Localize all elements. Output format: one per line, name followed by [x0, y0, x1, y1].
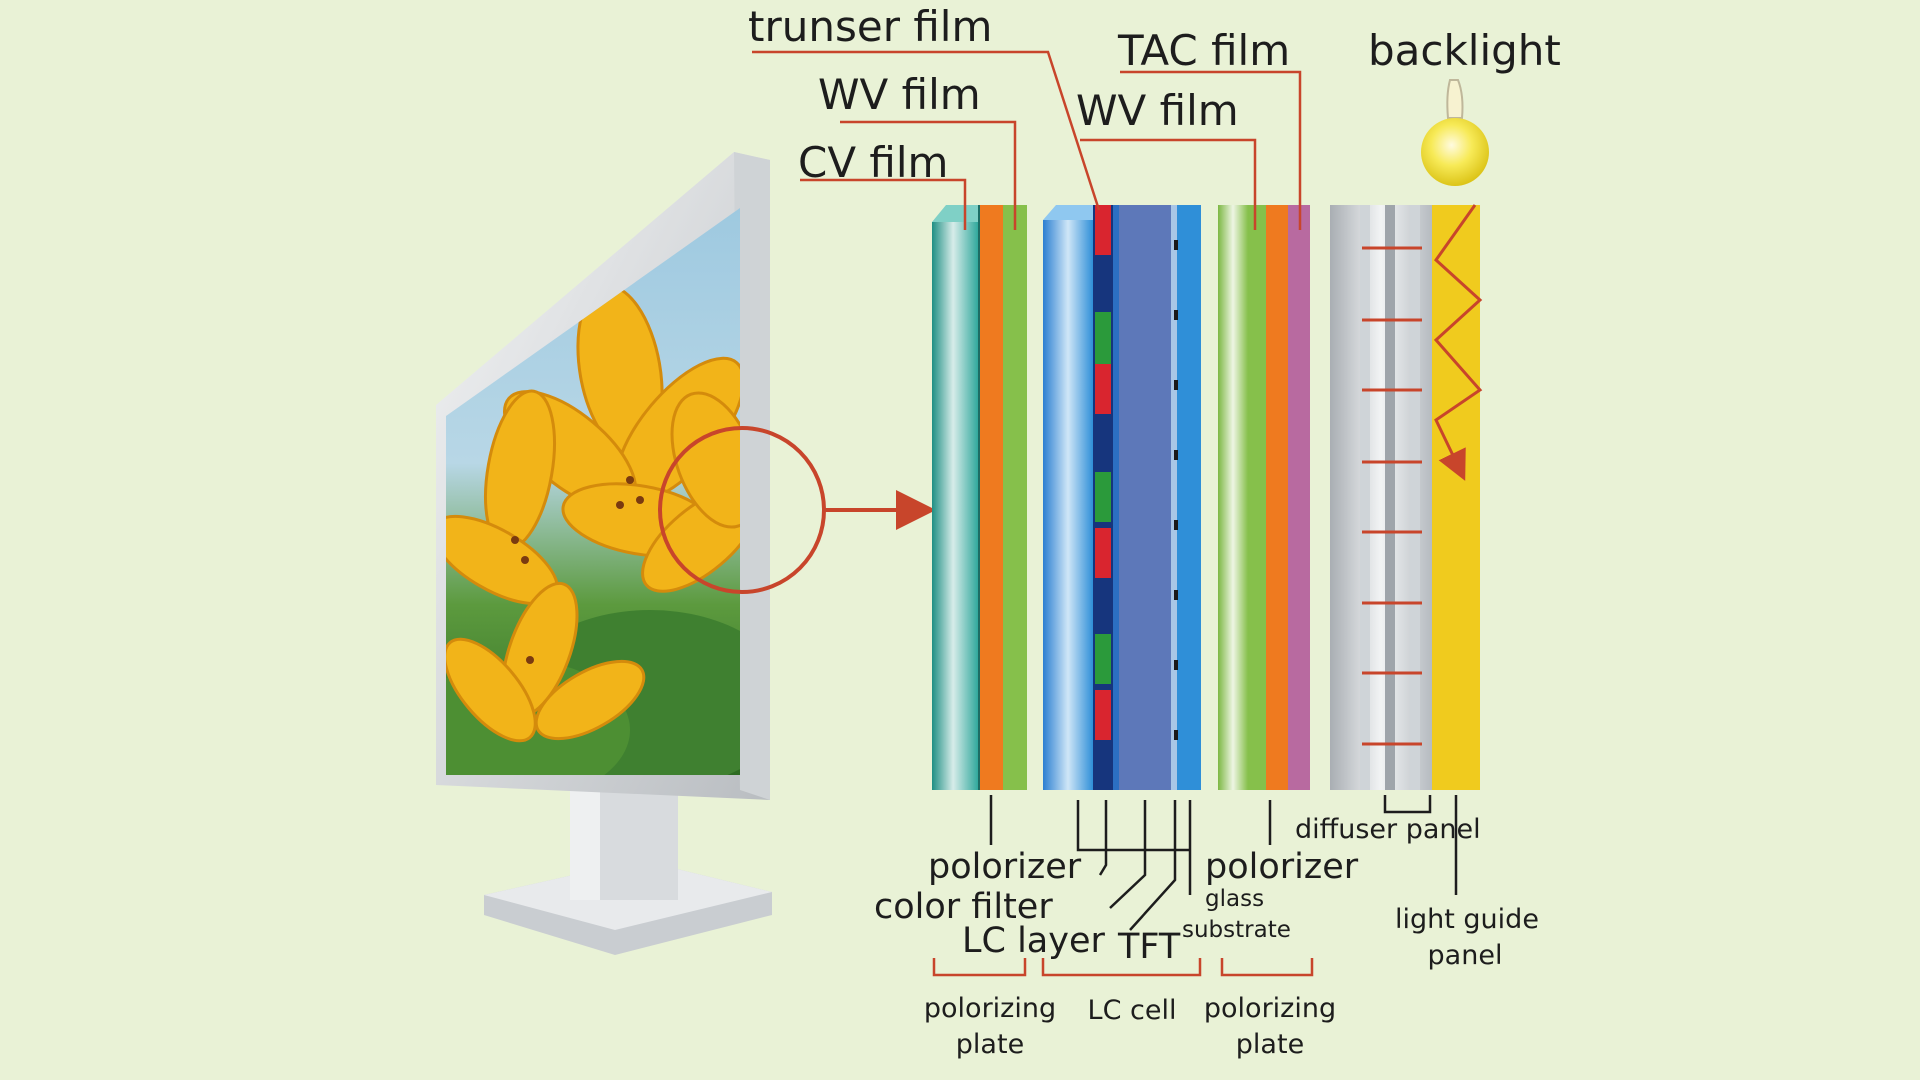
- monitor-icon: [410, 152, 790, 955]
- label-light-guide-line2: panel: [1395, 942, 1535, 969]
- label-backlight: backlight: [1368, 30, 1561, 72]
- label-trunser-film: trunser film: [748, 6, 992, 48]
- label-polarizing-plate-left-line2: plate: [920, 1031, 1060, 1058]
- label-light-guide-line1: light guide: [1395, 906, 1535, 933]
- label-lc-cell: LC cell: [1062, 997, 1202, 1024]
- label-polarizing-plate-right-line1: polorizing: [1200, 995, 1340, 1022]
- label-wv-film-right: WV film: [1076, 90, 1239, 132]
- label-wv-film-left: WV film: [818, 74, 981, 116]
- label-glass: glass: [1205, 888, 1264, 911]
- label-lc-layer: LC layer: [962, 924, 1105, 959]
- label-polorizer-right: polorizer: [1205, 850, 1358, 885]
- label-polarizing-plate-left-line1: polorizing: [920, 995, 1060, 1022]
- label-tft: TFT: [1118, 930, 1180, 965]
- label-polarizing-plate-right-line2: plate: [1200, 1031, 1340, 1058]
- front-polarizing-plate: [932, 205, 1027, 790]
- light-bulb-icon: [1421, 80, 1489, 186]
- label-tac-film: TAC film: [1118, 30, 1290, 72]
- backlight-unit: [1330, 205, 1480, 790]
- label-polorizer-left: polorizer: [928, 850, 1081, 885]
- label-substrate: substrate: [1182, 919, 1291, 942]
- lc-cell: [1043, 205, 1201, 790]
- label-color-filter: color filter: [874, 890, 1053, 925]
- label-diffuser-panel: diffuser panel: [1295, 816, 1481, 843]
- label-cv-film: CV film: [798, 142, 948, 184]
- rear-polarizing-plate: [1218, 205, 1310, 790]
